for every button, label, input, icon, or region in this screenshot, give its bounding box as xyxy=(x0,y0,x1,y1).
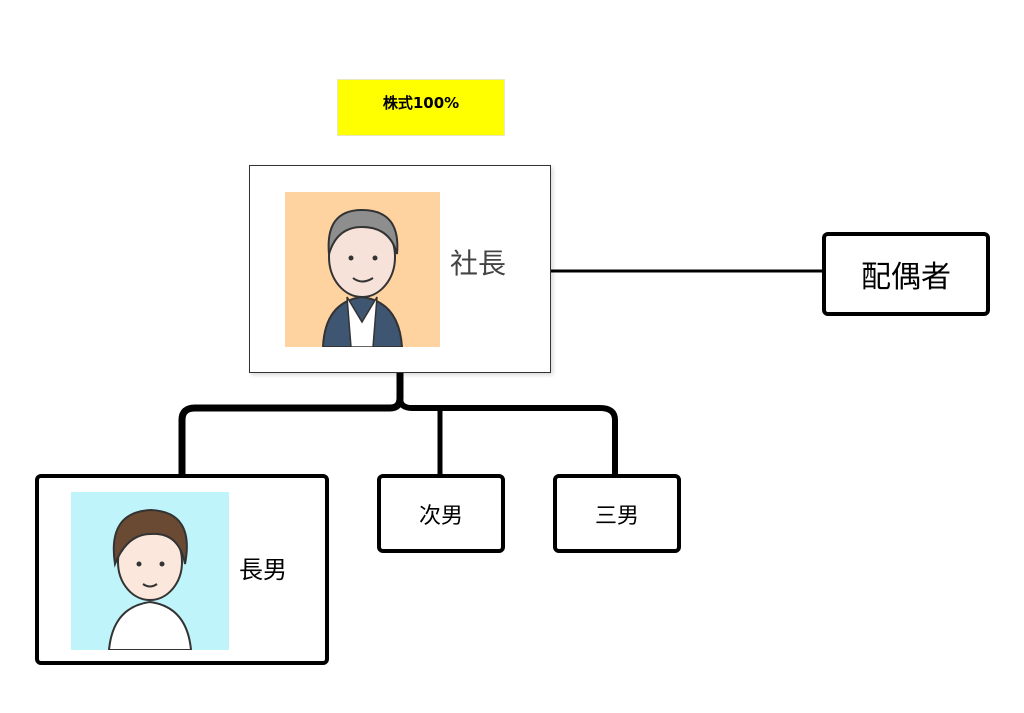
second-son-node[interactable]: 次男 xyxy=(377,474,505,553)
older-man-avatar-icon xyxy=(285,192,440,347)
third-son-node[interactable]: 三男 xyxy=(553,474,681,553)
third-son-label: 三男 xyxy=(594,503,639,529)
child-connector-eldest xyxy=(178,373,404,476)
young-man-avatar-icon xyxy=(71,492,229,650)
second-son-label: 次男 xyxy=(418,503,463,529)
eldest-son-label: 長男 xyxy=(239,556,287,584)
spouse-label: 配偶者 xyxy=(861,260,951,295)
eldest-son-node[interactable]: 長男 xyxy=(35,474,329,665)
child-connector-third xyxy=(397,397,618,476)
president-node[interactable]: 社長 xyxy=(249,165,551,373)
shares-badge: 株式100% xyxy=(337,79,505,136)
spouse-node[interactable]: 配偶者 xyxy=(822,232,990,316)
president-label: 社長 xyxy=(450,247,507,280)
